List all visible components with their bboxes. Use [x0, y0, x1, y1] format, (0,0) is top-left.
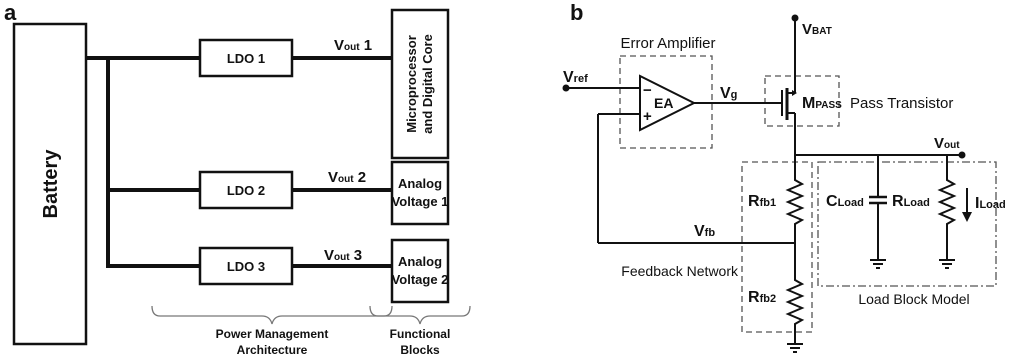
bus-wires: [84, 56, 394, 268]
ldo1-label: LDO 1: [227, 51, 265, 66]
rfb1-resistor: [785, 175, 805, 226]
microprocessor-block: Microprocessor and Digital Core: [390, 8, 450, 160]
power-management-label-line2: Architecture: [237, 343, 308, 357]
micro-label-line2: and Digital Core: [420, 34, 435, 134]
vout2-label: Vout 2: [328, 169, 366, 186]
panel-b-letter: b: [570, 0, 583, 25]
panel-b: b Error Amplifier Pass Transistor Feedba…: [562, 0, 1006, 353]
analog-voltage-1-block: Analog Voltage 1: [390, 160, 450, 226]
vref-label: Vref: [563, 69, 588, 86]
functional-blocks-label-line2: Blocks: [400, 343, 440, 357]
vout-label: Vout: [934, 135, 960, 152]
vfb-label: Vfb: [694, 223, 715, 240]
vout3-label: Vout 3: [324, 247, 362, 264]
vg-label: Vg: [720, 85, 737, 102]
ea-plus-label: +: [643, 108, 652, 125]
power-management-label-line1: Power Management: [216, 327, 329, 341]
analog2-label-line1: Analog: [398, 254, 442, 269]
ground-symbol-cload: [870, 259, 886, 269]
error-amplifier-region: [619, 55, 713, 149]
analog1-label-line2: Voltage 1: [392, 194, 449, 209]
load-block-model-label: Load Block Model: [858, 291, 969, 307]
vout1-label: Vout 1: [334, 37, 372, 54]
rfb1-label: Rfb1: [748, 193, 776, 210]
rfb2-resistor: [785, 275, 805, 325]
pass-transistor-label: Pass Transistor: [850, 95, 953, 112]
ldo3-block: LDO 3: [198, 246, 294, 286]
ldo3-label: LDO 3: [227, 259, 265, 274]
mpass-label: MPASS: [802, 95, 842, 112]
analog1-label-line1: Analog: [398, 176, 442, 191]
rload-label: RLoad: [892, 193, 930, 210]
ground-symbol-rload: [939, 259, 955, 269]
panel-a-letter: a: [4, 0, 17, 25]
ea-label: EA: [654, 95, 673, 111]
battery-label: Battery: [40, 149, 62, 219]
vout-node: [958, 151, 966, 159]
rfb2-label: Rfb2: [748, 289, 776, 306]
error-amplifier-label: Error Amplifier: [620, 35, 715, 52]
pass-transistor-symbol: [781, 88, 797, 120]
pass-transistor-region: [764, 75, 840, 127]
power-management-brace: [151, 305, 393, 325]
ldo1-block: LDO 1: [198, 38, 294, 78]
feedback-network-region: [741, 161, 813, 333]
cload-label: CLoad: [826, 193, 864, 210]
ground-symbol-feedback: [787, 343, 803, 353]
iload-arrow: [962, 188, 972, 222]
rload-resistor: [937, 175, 957, 226]
panel-a: a Battery LDO 1 LDO 2 LDO 3: [4, 0, 471, 357]
vbat-label: VBAT: [802, 21, 832, 38]
analog2-label-line2: Voltage 2: [392, 272, 449, 287]
functional-blocks-brace: [369, 305, 471, 325]
feedback-network-label: Feedback Network: [621, 263, 739, 279]
battery-block: Battery: [12, 22, 88, 346]
error-amplifier-triangle: [639, 74, 697, 132]
analog-voltage-2-block: Analog Voltage 2: [390, 238, 450, 304]
load-block-region: [817, 161, 997, 287]
circuit-wires: [566, 18, 962, 344]
micro-label-line1: Microprocessor: [404, 35, 419, 133]
functional-blocks-label-line1: Functional: [390, 327, 451, 341]
ldo2-label: LDO 2: [227, 183, 265, 198]
cload-capacitor: [869, 195, 887, 205]
ldo2-block: LDO 2: [198, 170, 294, 210]
iload-label: ILoad: [975, 195, 1006, 212]
ea-minus-label: −: [643, 82, 652, 99]
